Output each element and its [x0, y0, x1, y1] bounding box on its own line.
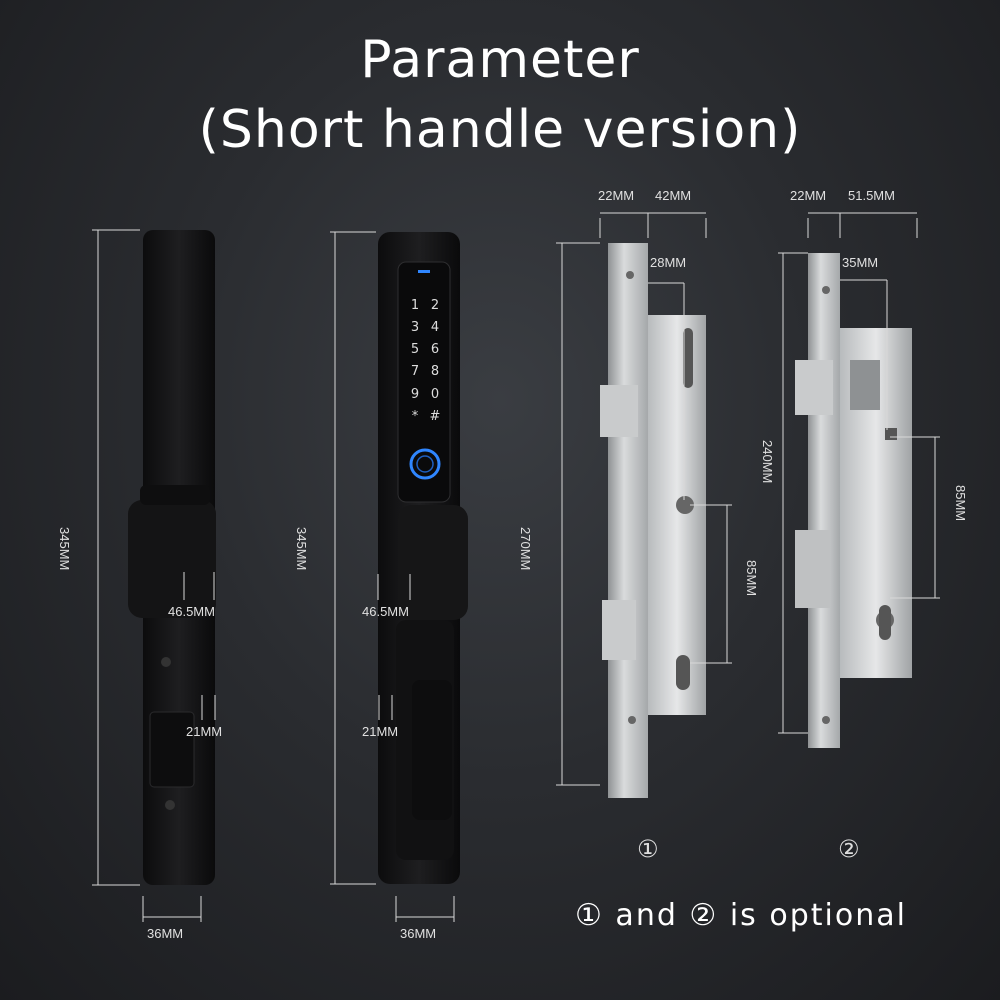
keypad-key: 1: [410, 298, 420, 313]
lock1-depth-label: 21MM: [186, 724, 223, 739]
keypad-key: *: [411, 408, 419, 424]
dimension-lines: [92, 212, 940, 922]
page-title: Parameter: [360, 30, 640, 90]
mortise2-center-label: 85MM: [953, 485, 968, 522]
lock2-handle-label: 46.5MM: [362, 604, 409, 619]
optional-note: ① and ② is optional: [575, 898, 907, 933]
mortise-lock-2: [795, 253, 912, 748]
mortise-lock-1: [600, 243, 706, 798]
mortise1-top-left-label: 22MM: [598, 188, 635, 203]
keypad-key: 0: [430, 386, 440, 402]
mortise2-height-label: 240MM: [760, 440, 775, 484]
keypad-key: 3: [410, 320, 420, 336]
mortise1-height-label: 270MM: [518, 527, 533, 571]
mortise2-top-left-label: 22MM: [790, 188, 827, 203]
page-subtitle: (Short handle version): [198, 100, 802, 160]
lock1-height-label: 345MM: [57, 527, 72, 571]
keypad-key: 6: [430, 342, 440, 358]
keypad-key: 7: [410, 364, 420, 380]
lock1-width-label: 36MM: [147, 926, 184, 941]
mortise2-number: ②: [838, 835, 860, 863]
keypad-key: 9: [410, 386, 420, 402]
keypad-key: #: [429, 408, 441, 424]
lock2-width-label: 36MM: [400, 926, 437, 941]
lock-front-view: [378, 232, 468, 884]
mortise1-backset-label: 28MM: [650, 255, 687, 270]
keypad-key: 4: [430, 320, 440, 336]
mortise1-center-label: 85MM: [744, 560, 759, 597]
lock-side-view: [128, 230, 216, 885]
lock1-handle-label: 46.5MM: [168, 604, 215, 619]
lock2-depth-label: 21MM: [362, 724, 399, 739]
mortise2-backset-label: 35MM: [842, 255, 879, 270]
mortise1-top-right-label: 42MM: [655, 188, 692, 203]
lock2-height-label: 345MM: [294, 527, 309, 571]
keypad-key: 8: [430, 364, 440, 380]
keypad-key: 2: [430, 298, 440, 313]
mortise1-number: ①: [637, 835, 659, 863]
mortise2-top-right-label: 51.5MM: [848, 188, 895, 203]
keypad-key: 5: [410, 342, 420, 358]
